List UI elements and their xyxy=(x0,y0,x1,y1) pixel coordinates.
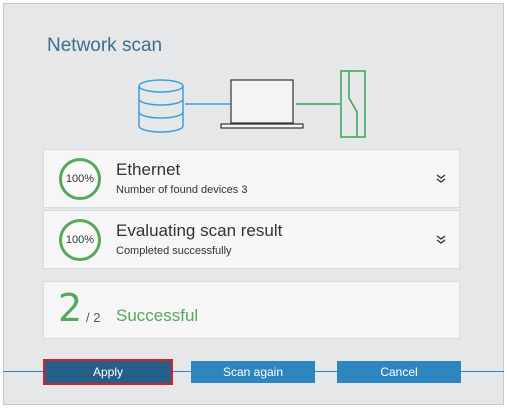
scan-item-ethernet: 100% Ethernet Number of found devices 3 xyxy=(43,149,460,208)
network-topology-illustration xyxy=(138,70,366,138)
scan-item-title: Ethernet xyxy=(116,160,181,179)
progress-indicator: 100% xyxy=(59,158,101,200)
database-icon xyxy=(138,79,184,133)
chevron-double-down-icon[interactable] xyxy=(433,231,449,247)
scan-item-title: Evaluating scan result xyxy=(116,221,283,240)
scan-summary: 2 / 2 Successful xyxy=(43,281,460,339)
scan-item-subtitle: Number of found devices 3 xyxy=(116,184,248,196)
progress-indicator: 100% xyxy=(59,219,101,261)
scan-item-subtitle: Completed successfully xyxy=(116,245,232,257)
total-count: / 2 xyxy=(86,310,101,325)
chevron-double-down-icon[interactable] xyxy=(433,170,449,186)
found-count: 2 xyxy=(58,286,83,330)
apply-button[interactable]: Apply xyxy=(43,359,173,385)
cancel-button[interactable]: Cancel xyxy=(337,361,461,383)
laptop-icon xyxy=(220,79,304,129)
device-module-icon xyxy=(340,70,366,138)
dialog-title: Network scan xyxy=(47,35,163,56)
scan-item-evaluation: 100% Evaluating scan result Completed su… xyxy=(43,210,460,269)
scan-again-button[interactable]: Scan again xyxy=(191,361,315,383)
summary-status: Successful xyxy=(116,306,199,325)
